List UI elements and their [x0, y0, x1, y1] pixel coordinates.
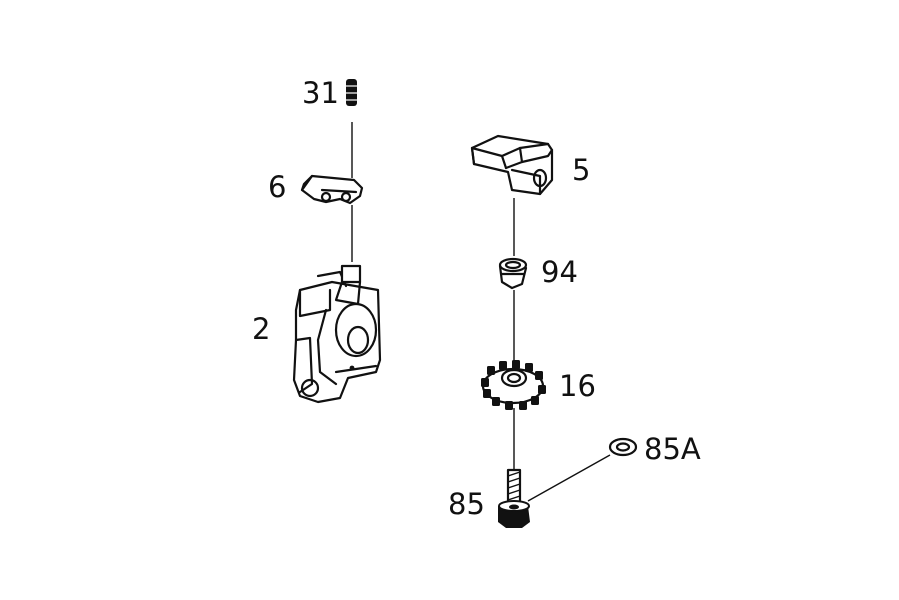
- label-2: 2: [252, 312, 270, 346]
- label-6: 6: [268, 170, 286, 204]
- part-2-sight-base: [292, 264, 382, 404]
- part-16-gear: [481, 360, 546, 410]
- part-6-lever: [300, 174, 364, 205]
- part-94-bushing: [498, 257, 528, 290]
- label-31: 31: [302, 76, 339, 110]
- label-85: 85: [448, 487, 485, 521]
- part-85-screw: [498, 468, 530, 528]
- label-85A: 85A: [644, 432, 701, 466]
- assembly-lines: [351, 122, 611, 502]
- part-5-sight-block: [470, 134, 554, 196]
- part-31-pin: [346, 79, 357, 106]
- label-94: 94: [541, 255, 578, 289]
- label-16: 16: [559, 369, 596, 403]
- part-labels: 31 6 2 5 94 16 85A 85: [252, 76, 701, 521]
- part-85A-washer: [608, 437, 638, 457]
- label-5: 5: [572, 153, 590, 187]
